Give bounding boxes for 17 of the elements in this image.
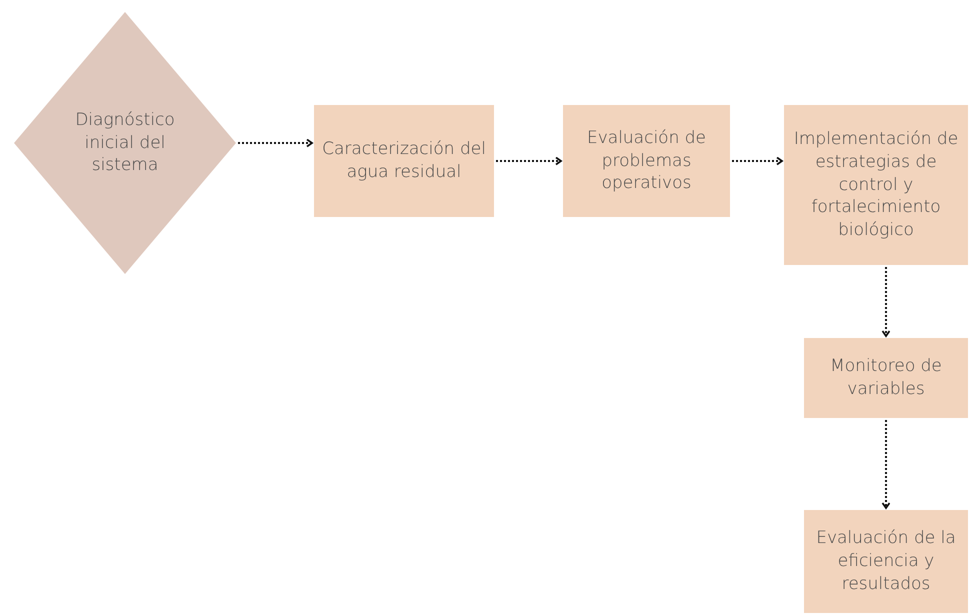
process-box xyxy=(314,105,494,217)
process-box xyxy=(804,338,968,418)
node-label: Evaluación de problemas operativos xyxy=(586,126,708,196)
process-box xyxy=(804,510,968,613)
process-box xyxy=(784,105,968,265)
process-box xyxy=(563,105,730,217)
node-label: Implementación de estrategias de control y fortalecimiento biológico xyxy=(792,128,960,242)
dotted-arrow xyxy=(496,156,562,166)
decision-diamond xyxy=(14,12,236,274)
node-label: Caracterización del agua residual xyxy=(321,138,487,184)
dotted-arrow xyxy=(732,156,783,166)
node-label: Monitoreo de variables xyxy=(829,355,943,401)
dotted-arrow xyxy=(238,138,313,148)
dotted-arrow xyxy=(882,267,890,337)
node-label: Diagnóstico inicial del sistema xyxy=(74,108,176,178)
node-label: Evaluación de la eficiencia y resultados xyxy=(815,527,957,596)
dotted-arrow xyxy=(882,420,890,509)
